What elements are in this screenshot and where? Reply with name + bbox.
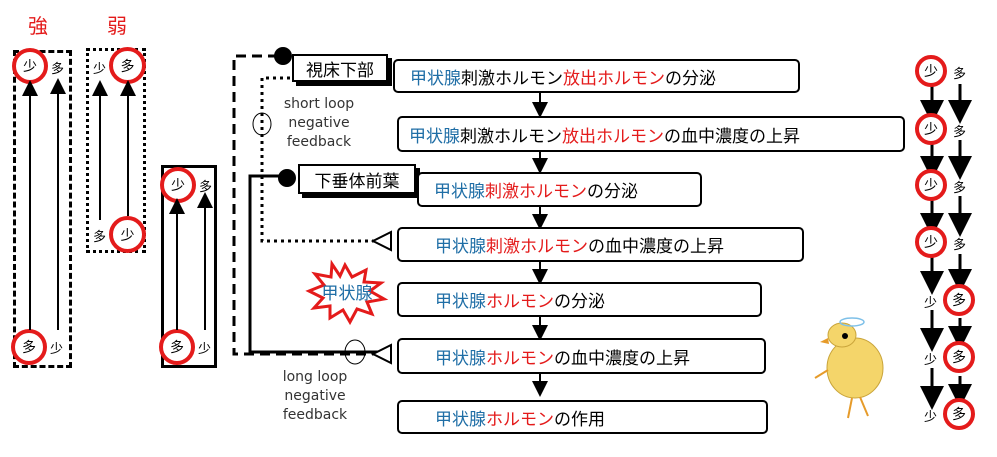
long-loop-line-3: feedback bbox=[282, 407, 348, 423]
right-row-5-few: 少 bbox=[924, 296, 938, 311]
strong-top-many: 多 bbox=[51, 62, 65, 77]
long-loop-text: long loop negative feedback bbox=[270, 368, 360, 425]
step-box-4: 甲状腺刺激ホルモンの血中濃度の上昇 bbox=[397, 227, 804, 262]
strong-bottom-few: 少 bbox=[50, 342, 64, 357]
right-row-4-many: 多 bbox=[953, 238, 967, 253]
strong-bottom-many: 多 bbox=[11, 329, 47, 365]
step-box-7: 甲状腺ホルモンの作用 bbox=[397, 400, 768, 434]
short-loop-text: short loop negative feedback bbox=[274, 95, 364, 152]
right-row-2-few: 少 bbox=[915, 113, 947, 145]
right-row-2-many: 多 bbox=[953, 125, 967, 140]
step-1-text-2: 刺激ホルモン bbox=[461, 68, 563, 89]
step-2-text-3: 放出ホルモン bbox=[562, 126, 664, 147]
right-row-6-few: 少 bbox=[924, 353, 938, 368]
right-row-3-many: 多 bbox=[953, 181, 967, 196]
strong-label: 強 bbox=[28, 14, 48, 38]
step-5-text-2: ホルモン bbox=[486, 292, 554, 312]
step-7-text-2: ホルモン bbox=[486, 409, 554, 430]
step-2-text-4: の血中濃度の上昇 bbox=[664, 126, 800, 147]
step-7-text-3: の作用 bbox=[554, 409, 605, 430]
right-row-1-few: 少 bbox=[915, 55, 947, 87]
thyroid-burst-label: 甲状腺 bbox=[321, 284, 373, 304]
step-3-text-3: の分泌 bbox=[587, 182, 638, 202]
weak-label: 弱 bbox=[107, 14, 127, 38]
step-5-text-3: の分泌 bbox=[554, 292, 605, 312]
step-3-text-1: 甲状腺 bbox=[434, 182, 485, 202]
step-6-text-3: の血中濃度の上昇 bbox=[554, 348, 690, 369]
step-2-text-1: 甲状腺 bbox=[409, 126, 460, 147]
step-box-5: 甲状腺ホルモンの分泌 bbox=[397, 282, 762, 317]
right-row-4-few: 少 bbox=[915, 226, 947, 258]
step-4-text-3: の血中濃度の上昇 bbox=[588, 237, 724, 257]
step-1-text-3: 放出ホルモン bbox=[563, 68, 665, 89]
pituitary-label: 下垂体前葉 bbox=[298, 164, 416, 194]
step-1-text-1: 甲状腺 bbox=[410, 68, 461, 89]
short-loop-line-2: negative bbox=[288, 115, 350, 131]
step-3-text-2: 刺激ホルモン bbox=[485, 182, 587, 202]
solid-bottom-many: 多 bbox=[159, 329, 195, 365]
step-5-text-1: 甲状腺 bbox=[435, 292, 486, 312]
right-row-5-many: 多 bbox=[943, 284, 975, 316]
weak-top-few: 少 bbox=[93, 62, 107, 77]
step-4-text-1: 甲状腺 bbox=[435, 237, 486, 257]
chick-illustration bbox=[814, 317, 884, 419]
long-loop-line-2: negative bbox=[284, 388, 346, 404]
right-row-7-few: 少 bbox=[924, 410, 938, 425]
step-box-3: 甲状腺刺激ホルモンの分泌 bbox=[417, 172, 702, 207]
long-loop-line-1: long loop bbox=[282, 369, 348, 385]
step-box-1: 甲状腺刺激ホルモン放出ホルモンの分泌 bbox=[393, 59, 800, 93]
step-2-text-2: 刺激ホルモン bbox=[460, 126, 562, 147]
solid-column-frame bbox=[161, 165, 217, 368]
solid-top-many: 多 bbox=[199, 180, 213, 195]
step-7-text-1: 甲状腺 bbox=[435, 409, 486, 430]
solid-bottom-few: 少 bbox=[198, 342, 212, 357]
strong-column-frame bbox=[13, 50, 72, 368]
right-row-7-many: 多 bbox=[943, 398, 975, 430]
step-4-text-2: 刺激ホルモン bbox=[486, 237, 588, 257]
right-row-1-many: 多 bbox=[953, 67, 967, 82]
step-box-2: 甲状腺刺激ホルモン放出ホルモンの血中濃度の上昇 bbox=[397, 116, 905, 152]
step-6-text-1: 甲状腺 bbox=[435, 348, 486, 369]
solid-top-few: 少 bbox=[160, 167, 196, 203]
step-box-6: 甲状腺ホルモンの血中濃度の上昇 bbox=[397, 338, 766, 374]
right-row-6-many: 多 bbox=[943, 341, 975, 373]
step-1-text-4: の分泌 bbox=[665, 68, 716, 89]
right-row-3-few: 少 bbox=[915, 169, 947, 201]
short-loop-line-1: short loop bbox=[283, 96, 355, 112]
weak-bottom-many: 多 bbox=[93, 230, 107, 245]
hypothalamus-label: 視床下部 bbox=[292, 54, 388, 82]
weak-bottom-few: 少 bbox=[109, 216, 146, 253]
short-loop-line-3: feedback bbox=[286, 134, 352, 150]
step-6-text-2: ホルモン bbox=[486, 348, 554, 369]
